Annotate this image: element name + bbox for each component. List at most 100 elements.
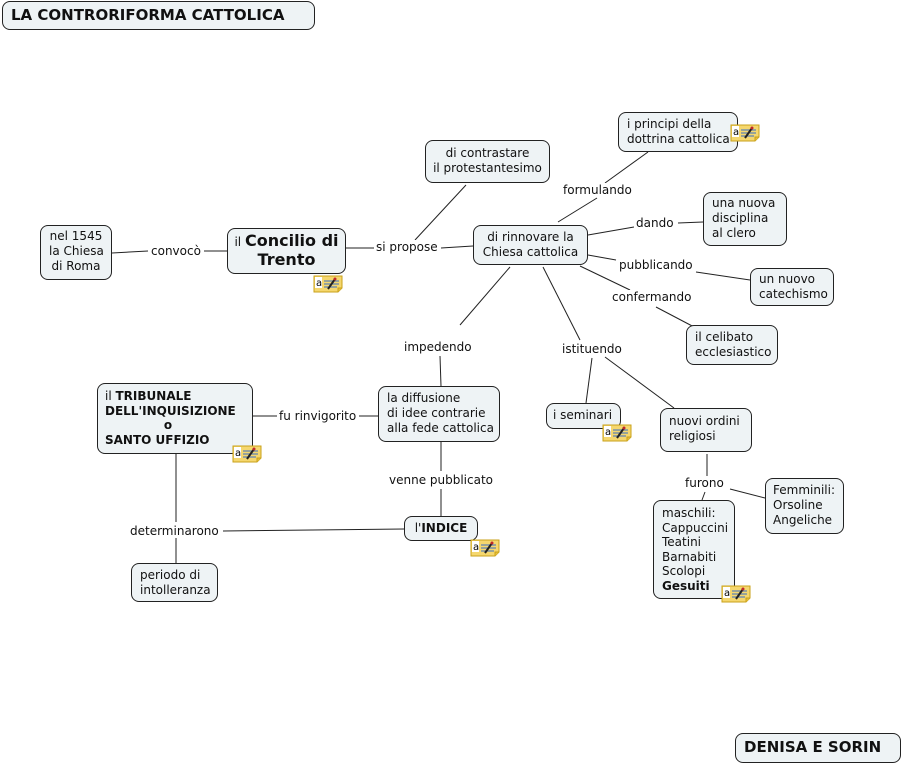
node-text: Trento [257, 250, 316, 269]
node-principi[interactable]: i principi della dottrina cattolica [618, 112, 738, 152]
note-icon[interactable]: a [602, 424, 632, 442]
node-text: Gesuiti [662, 578, 710, 593]
svg-text:a: a [724, 588, 730, 599]
link-line [729, 488, 766, 499]
node-text: Chiesa cattolica [482, 245, 579, 259]
node-text: ecclesiastico [695, 345, 772, 359]
node-text: di Roma [51, 259, 101, 273]
link-label-pubblicando: pubblicando [617, 258, 695, 272]
node-text: al clero [712, 226, 756, 240]
map-title: LA CONTRORIFORMA CATTOLICA [2, 1, 315, 30]
link-line [655, 306, 697, 329]
node-text: maschili: [662, 506, 716, 520]
node-text: la diffusione [387, 391, 461, 405]
link-line [439, 355, 442, 387]
link-line [111, 250, 149, 254]
node-text: di contrastare [445, 146, 530, 160]
node-text: un nuovo [759, 272, 816, 286]
node-text: i principi della [627, 117, 712, 131]
node-text: o [163, 418, 173, 432]
link-line [542, 266, 581, 341]
node-text: una nuova [712, 196, 776, 210]
node-femminili[interactable]: Femminili: Orsoline Angeliche [765, 478, 844, 534]
link-label-fu-rinvigorito: fu rinvigorito [277, 409, 359, 423]
node-prefix: il [234, 235, 242, 249]
node-text: Concilio di [244, 231, 339, 250]
node-ordini[interactable]: nuovi ordini religiosi [660, 408, 752, 452]
node-text: dottrina cattolica [627, 132, 730, 146]
node-celibato[interactable]: il celibato ecclesiastico [686, 325, 778, 365]
svg-text:a: a [316, 278, 322, 289]
node-text: Teatini [662, 535, 702, 549]
link-line [695, 271, 751, 281]
link-label-convoco: convocò [149, 244, 203, 258]
node-text: alla fede cattolica [387, 421, 494, 435]
link-label-istituendo: istituendo [560, 342, 624, 356]
node-disciplina[interactable]: una nuova disciplina al clero [703, 192, 787, 246]
link-line [222, 528, 405, 532]
link-line [604, 356, 675, 409]
node-prefix: il [105, 389, 112, 403]
link-line [557, 197, 598, 223]
note-icon[interactable]: a [730, 124, 760, 142]
link-label-determinarono: determinarono [128, 524, 221, 538]
svg-text:a: a [733, 127, 739, 138]
node-text: Barnabiti [662, 549, 717, 564]
link-line [677, 221, 704, 224]
link-line [587, 254, 617, 261]
link-label-impedendo: impedendo [402, 340, 474, 354]
node-text: DELL'INQUISIZIONE [105, 403, 236, 418]
node-text: SANTO UFFIZIO [105, 432, 210, 447]
link-line [459, 266, 511, 326]
link-label-si-propose: si propose [374, 240, 440, 254]
node-rinnovare[interactable]: di rinnovare la Chiesa cattolica [473, 225, 588, 265]
node-text: Cappuccini [662, 520, 729, 535]
node-contrastare[interactable]: di contrastare il protestantesimo [425, 140, 550, 183]
svg-text:a: a [605, 427, 611, 438]
node-text: intolleranza [140, 583, 211, 597]
node-maschili[interactable]: maschili: Cappuccini Teatini Barnabiti S… [653, 500, 735, 599]
note-icon[interactable]: a [721, 585, 751, 603]
note-icon[interactable]: a [313, 275, 343, 293]
node-text: il celibato [695, 330, 754, 344]
node-text: nel 1545 [49, 229, 103, 243]
node-catechismo[interactable]: un nuovo catechismo [750, 268, 834, 306]
node-concilio-di-trento[interactable]: il Concilio di Trento [227, 228, 346, 274]
link-line [585, 357, 593, 404]
note-icon[interactable]: a [470, 539, 500, 557]
link-label-dando: dando [634, 216, 676, 230]
node-intolleranza[interactable]: periodo di intolleranza [131, 563, 218, 602]
node-indice[interactable]: l'INDICE [404, 516, 478, 541]
node-text: i seminari [553, 408, 613, 422]
link-line [579, 265, 631, 291]
node-seminari[interactable]: i seminari [546, 403, 621, 429]
node-text: il protestantesimo [433, 161, 542, 175]
link-line [414, 184, 467, 241]
node-text: di rinnovare la [487, 230, 574, 244]
link-label-confermando: confermando [610, 290, 694, 304]
svg-text:a: a [235, 448, 241, 459]
node-text: di idee contrarie [387, 406, 486, 420]
node-text: Angeliche [773, 513, 833, 527]
node-text: disciplina [712, 211, 769, 225]
node-nel-1545[interactable]: nel 1545 la Chiesa di Roma [40, 225, 112, 280]
link-line [604, 151, 649, 184]
link-line [587, 226, 635, 236]
author-label: DENISA E SORIN [735, 733, 901, 763]
link-line [701, 491, 706, 501]
node-text: INDICE [421, 521, 468, 535]
node-diffusione[interactable]: la diffusione di idee contrarie alla fed… [378, 386, 500, 442]
node-text: catechismo [759, 287, 828, 301]
node-text: nuovi ordini [669, 414, 740, 428]
link-line [440, 245, 474, 249]
node-tribunale[interactable]: il TRIBUNALE DELL'INQUISIZIONE o SANTO U… [97, 383, 253, 454]
svg-text:a: a [473, 542, 479, 553]
link-label-formulando: formulando [561, 183, 634, 197]
node-text: la Chiesa [49, 244, 104, 258]
node-prefix: l' [414, 521, 422, 535]
node-text: TRIBUNALE [115, 389, 192, 403]
note-icon[interactable]: a [232, 445, 262, 463]
link-label-venne-pubblicato: venne pubblicato [387, 473, 496, 487]
node-text: Scolopi [662, 564, 706, 578]
